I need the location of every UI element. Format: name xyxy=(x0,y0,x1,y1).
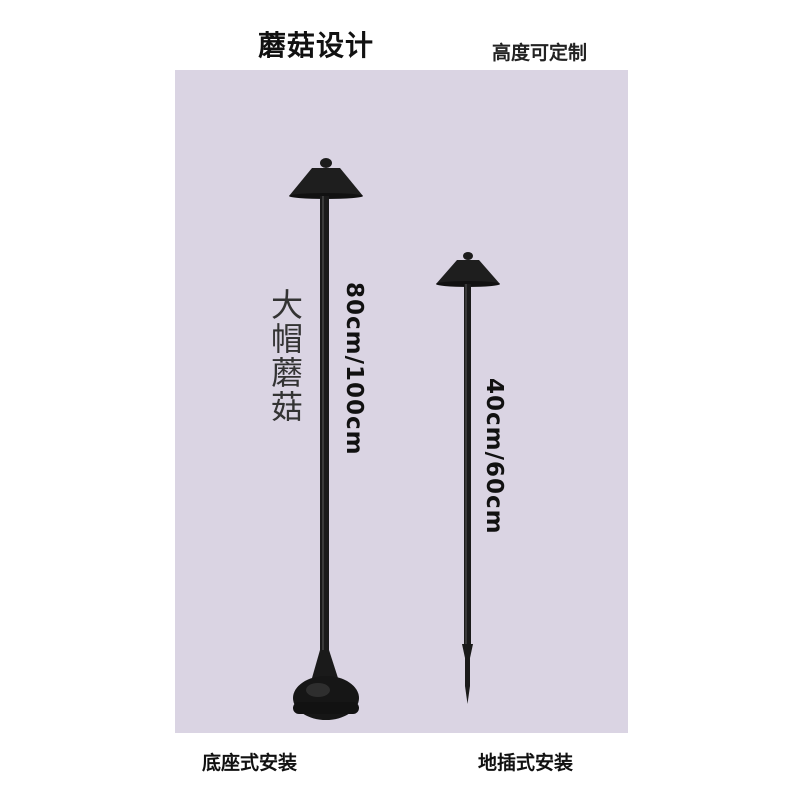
page-subtitle: 高度可定制 xyxy=(492,42,588,64)
small-lamp-install-label: 地插式安装 xyxy=(478,752,574,774)
large-lamp-install-label: 底座式安装 xyxy=(202,752,298,774)
large-lamp-name: 大帽蘑菇 xyxy=(266,288,304,424)
product-photo-panel xyxy=(175,70,628,733)
page-title: 蘑菇设计 xyxy=(258,29,375,62)
small-lamp-height-label: 40cm/60cm xyxy=(481,378,507,535)
large-lamp-height-label: 80cm/100cm xyxy=(341,282,367,456)
